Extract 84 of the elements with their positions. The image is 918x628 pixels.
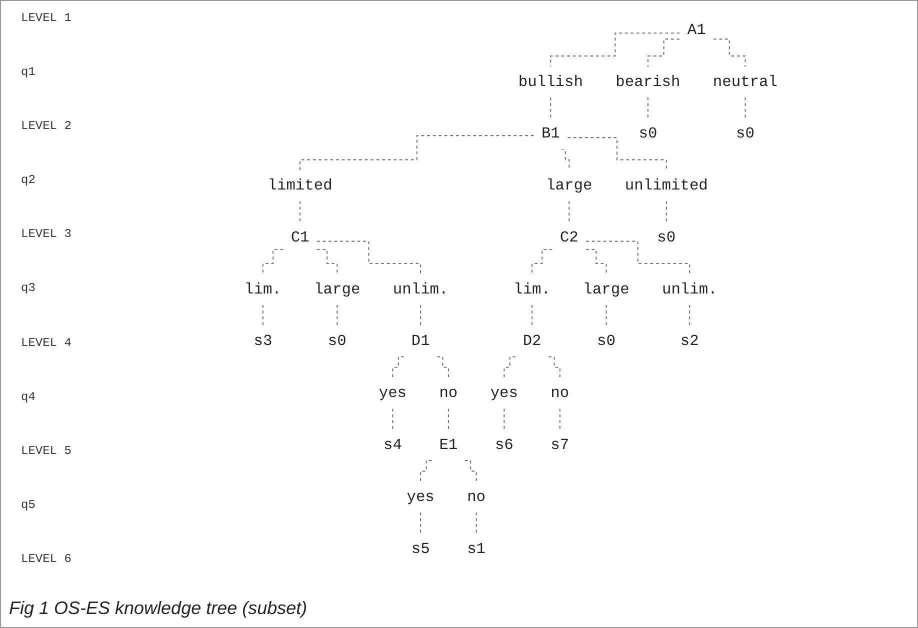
node-text: s0 [638, 125, 658, 142]
node-text: D2 [522, 332, 542, 350]
node-text: A1 [687, 21, 706, 39]
connector [647, 96, 648, 119]
node-text: large [314, 280, 360, 298]
row-label: LEVEL 1 [21, 11, 72, 25]
connector [504, 408, 505, 430]
node-text: lim. [514, 280, 550, 298]
row-label: q1 [21, 65, 36, 80]
row-label: q5 [21, 498, 36, 512]
connector [568, 200, 570, 223]
connector [504, 356, 516, 378]
connector [316, 248, 338, 275]
node-text: large [583, 280, 630, 298]
connector [420, 460, 432, 482]
node-text: s5 [411, 540, 430, 558]
connector [392, 356, 405, 378]
connector [666, 200, 667, 223]
node-text: bearish [616, 73, 680, 91]
connector [689, 304, 690, 326]
connector [532, 248, 553, 275]
connector [606, 304, 607, 326]
row-label: q4 [21, 390, 36, 404]
node-text: unlim. [392, 280, 448, 298]
node-text: limited [268, 177, 332, 194]
connector [316, 240, 422, 275]
connector [550, 96, 552, 119]
connector [392, 408, 394, 430]
connector [532, 304, 533, 326]
connector [336, 304, 338, 326]
node-text: s3 [254, 332, 272, 350]
node-text: yes [490, 384, 518, 402]
connector [713, 38, 746, 68]
node-text: C2 [560, 228, 578, 246]
connector [300, 135, 534, 171]
node-text: no [467, 488, 486, 506]
connector [647, 38, 680, 68]
connector [448, 408, 449, 430]
connector [476, 512, 477, 534]
row-label: LEVEL 2 [21, 119, 72, 134]
node-text: s4 [383, 436, 402, 454]
connector [744, 96, 746, 119]
node-text: s0 [736, 125, 754, 142]
node-text: E1 [439, 436, 458, 454]
node-text: yes [378, 384, 407, 402]
node-text: no [550, 384, 570, 402]
node-text: s7 [550, 436, 570, 454]
node-text: s0 [597, 332, 616, 350]
node-text: D1 [411, 332, 430, 350]
node-text: s2 [680, 332, 699, 350]
node-text: s6 [494, 436, 514, 454]
node-text: unlimited [624, 177, 708, 194]
figure-caption: Fig 1 OS-ES knowledge tree (subset) [9, 598, 308, 619]
node-text: C1 [290, 228, 310, 246]
node-text: neutral [712, 73, 778, 91]
row-label: LEVEL 6 [21, 552, 72, 566]
connector [550, 32, 680, 68]
node-text: B1 [541, 125, 560, 142]
connector [420, 512, 422, 534]
connector [436, 356, 449, 378]
node-text: bullish [518, 73, 583, 91]
node-text: unlim. [662, 280, 718, 298]
connector [262, 248, 284, 275]
row-label: q2 [21, 173, 36, 188]
connector [559, 408, 560, 430]
row-label: LEVEL 5 [21, 444, 72, 458]
connector [586, 248, 607, 275]
row-label: q3 [21, 281, 36, 296]
node-text: large [546, 177, 592, 194]
node-text: s0 [657, 228, 676, 246]
connector [420, 304, 422, 326]
node-text: lim. [244, 280, 282, 298]
connector [548, 356, 560, 378]
row-label: LEVEL 3 [21, 227, 72, 242]
connector [567, 137, 667, 171]
row-label: LEVEL 4 [21, 336, 72, 350]
connector [300, 200, 301, 223]
node-text: no [439, 384, 458, 402]
node-text: yes [406, 488, 434, 506]
connector [262, 304, 264, 326]
connector [464, 460, 477, 482]
connector [586, 240, 690, 275]
node-text: s0 [328, 332, 346, 350]
node-text: s1 [467, 540, 486, 558]
